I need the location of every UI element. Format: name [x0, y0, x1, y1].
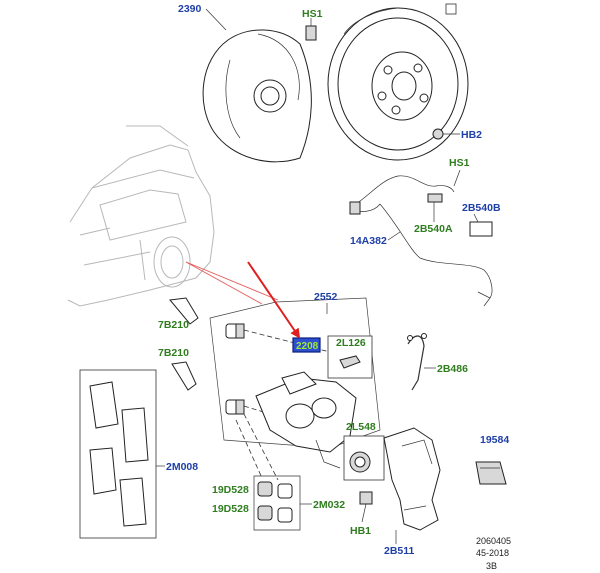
piston-seal-box	[343, 435, 385, 481]
label-2b540a[interactable]: 2B540A	[414, 223, 453, 235]
label-19584[interactable]: 19584	[480, 434, 509, 446]
brake-caliper-part	[255, 371, 357, 469]
label-2b511[interactable]: 2B511	[384, 545, 415, 557]
label-2m008[interactable]: 2M008	[166, 461, 198, 473]
label-hb2[interactable]: HB2	[461, 129, 482, 141]
label-hs1-right[interactable]: HS1	[449, 157, 470, 169]
bolt-hb1	[359, 491, 373, 523]
vehicle-outline	[67, 125, 215, 307]
highlighted-part-2208[interactable]: 2208	[292, 337, 321, 353]
label-2552[interactable]: 2552	[314, 291, 338, 303]
bleed-screw-box	[327, 335, 373, 379]
brake-pads-part	[79, 369, 157, 539]
label-2l548[interactable]: 2L548	[346, 421, 376, 433]
corner-marker	[445, 3, 457, 15]
label-hs1-top[interactable]: HS1	[302, 8, 323, 20]
label-2b486[interactable]: 2B486	[437, 363, 468, 375]
bush-kit-part	[253, 475, 301, 531]
brake-disc-part	[327, 7, 469, 161]
label-2390[interactable]: 2390	[178, 3, 202, 15]
wear-indicator-part	[475, 461, 507, 485]
caliper-bushes	[225, 323, 245, 415]
label-hb1[interactable]: HB1	[350, 525, 371, 537]
label-2208[interactable]: 2208	[296, 341, 319, 352]
label-2m032[interactable]: 2M032	[313, 499, 345, 511]
speed-sensor-part	[349, 175, 493, 307]
footer-code-1: 2060405	[476, 536, 511, 546]
guide-pins-part	[169, 297, 199, 391]
label-7b210-b[interactable]: 7B210	[158, 347, 189, 359]
label-2b540b[interactable]: 2B540B	[462, 202, 501, 214]
label-19d528-b[interactable]: 19D528	[212, 503, 249, 515]
footer-code-2: 45-2018	[476, 548, 509, 558]
label-2l126[interactable]: 2L126	[336, 337, 366, 349]
label-19d528-a[interactable]: 19D528	[212, 484, 249, 496]
bolt-hb2	[432, 128, 460, 140]
label-7b210-a[interactable]: 7B210	[158, 319, 189, 331]
backing-plate-part	[202, 29, 312, 163]
label-14a382[interactable]: 14A382	[350, 235, 387, 247]
footer-code-3: 3B	[486, 561, 497, 571]
bolt-hs1-top	[305, 18, 317, 41]
caliper-carrier-part	[383, 427, 441, 531]
spring-clip-part	[407, 333, 427, 391]
pointer-arrow	[247, 261, 301, 339]
